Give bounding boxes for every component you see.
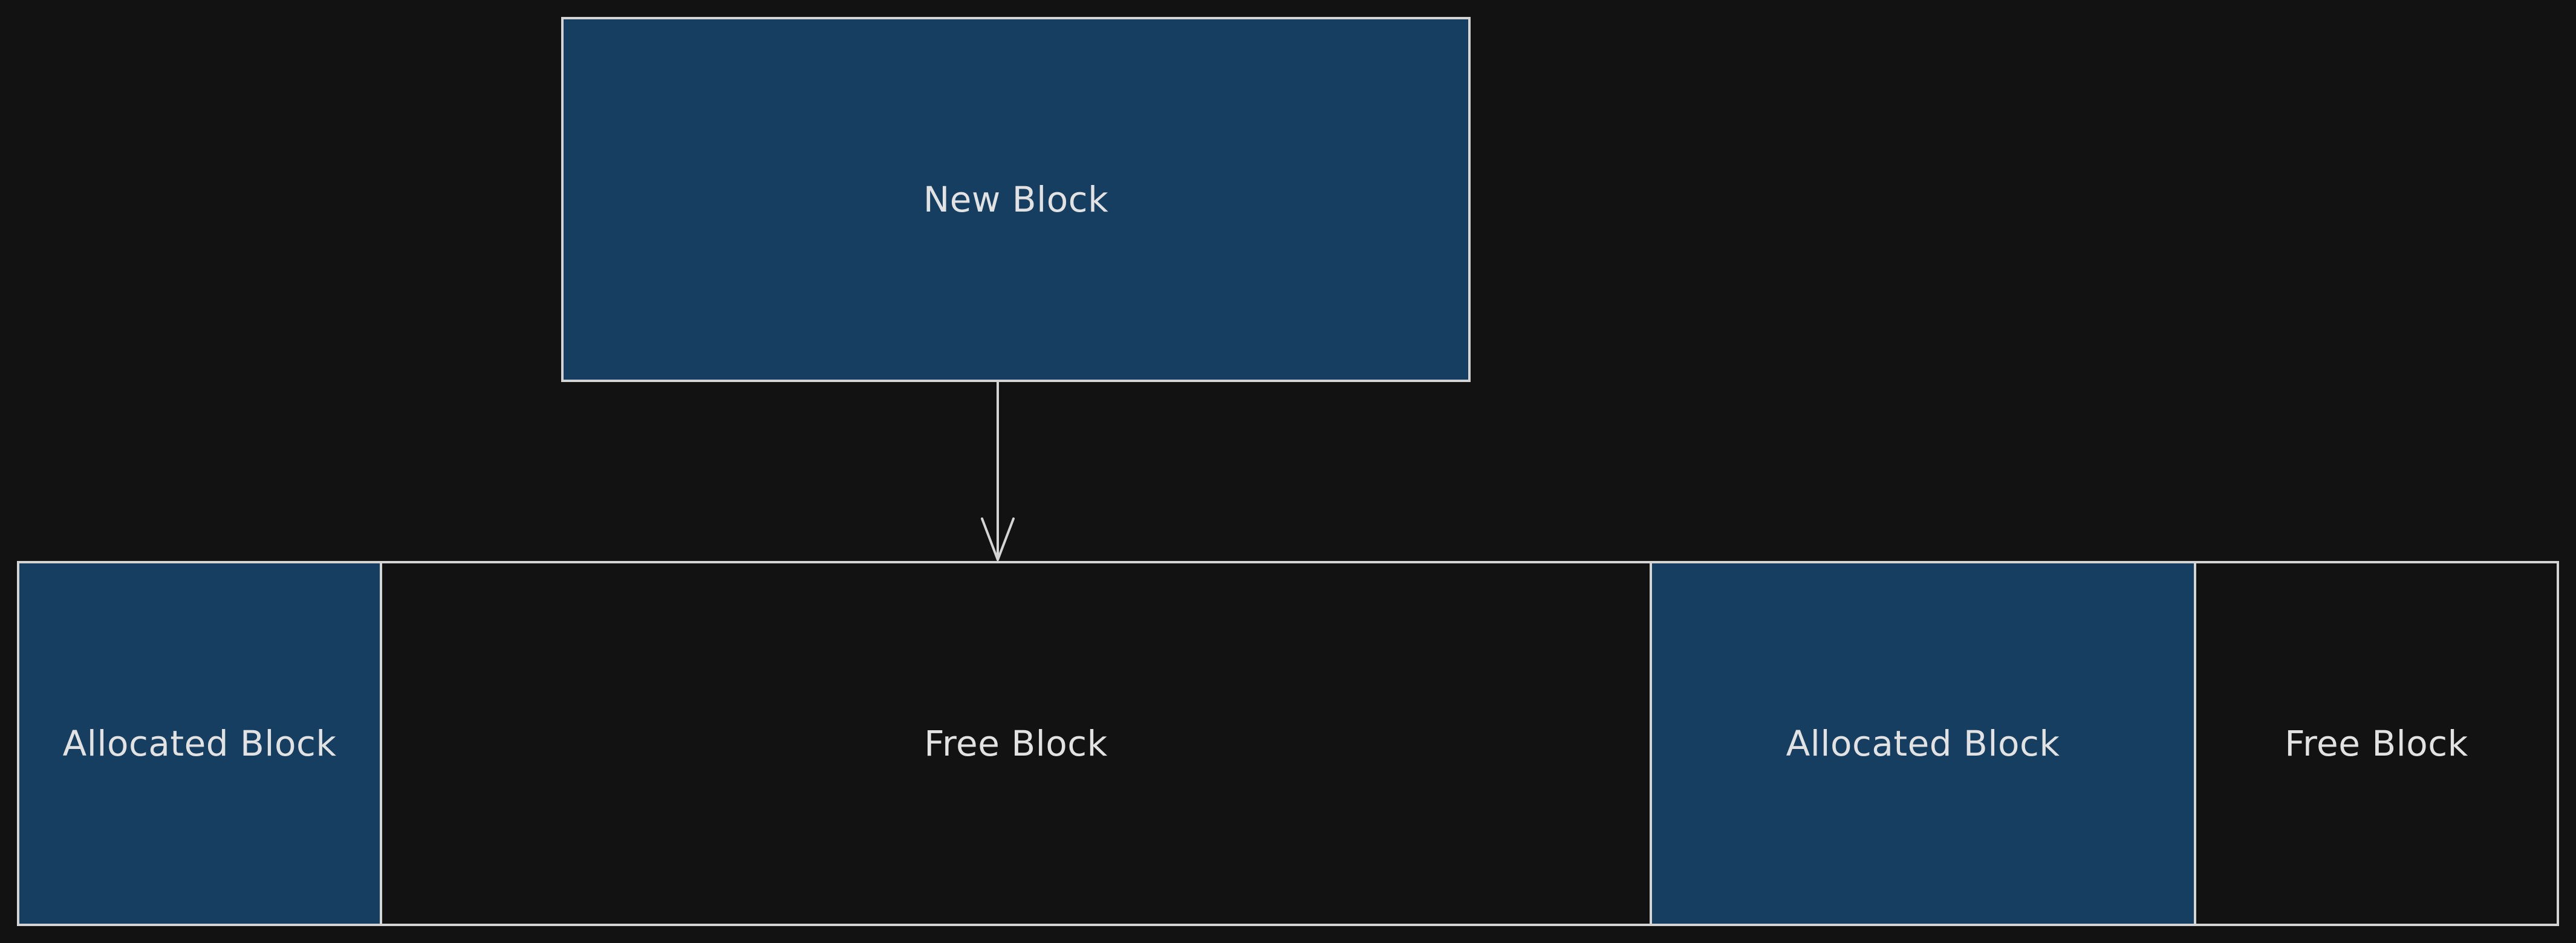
memory-block-label: Free Block — [924, 723, 1108, 764]
memory-block-label: Allocated Block — [1786, 723, 2060, 764]
memory-block-allocated-2: Allocated Block — [1650, 561, 2196, 926]
arrow-head — [981, 517, 1015, 561]
memory-block-free-2: Free Block — [2194, 561, 2559, 926]
memory-block-label: Free Block — [2285, 723, 2468, 764]
memory-block-free-1: Free Block — [380, 561, 1652, 926]
new-block: New Block — [561, 17, 1471, 382]
new-block-label: New Block — [923, 179, 1109, 220]
memory-block-allocated-1: Allocated Block — [17, 561, 382, 926]
memory-block-label: Allocated Block — [62, 723, 337, 764]
